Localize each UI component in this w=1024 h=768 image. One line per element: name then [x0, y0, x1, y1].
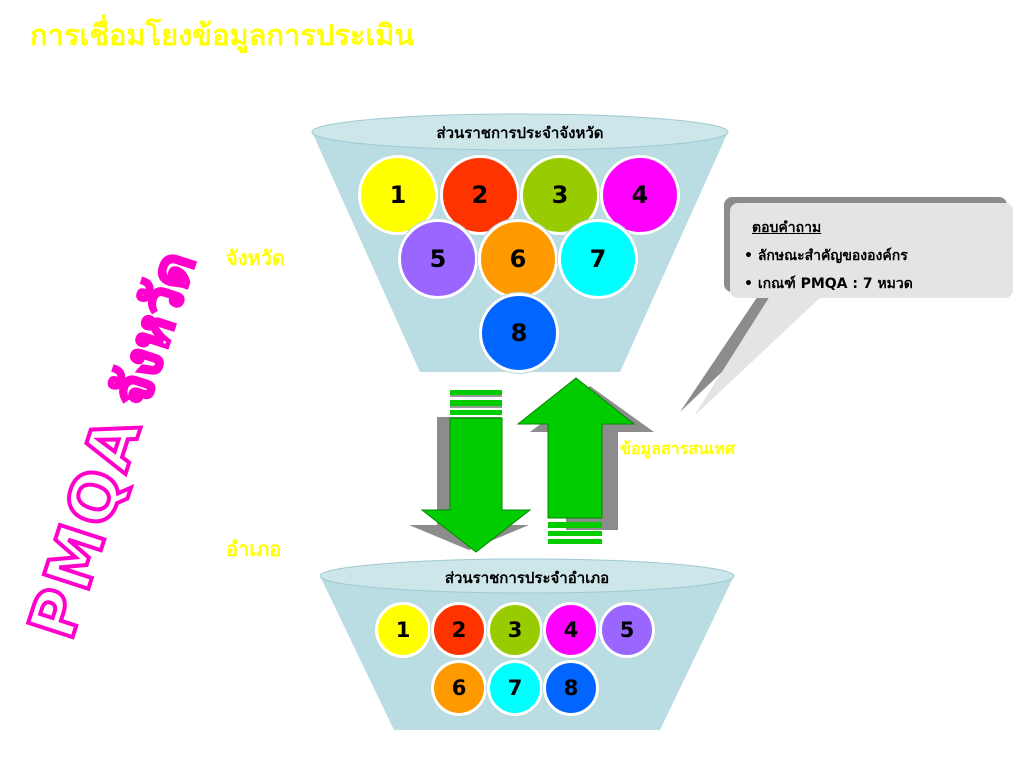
provincial-category-7: 7	[558, 219, 638, 299]
provincial-category-4: 4	[600, 155, 680, 235]
district-category-7: 7	[487, 660, 543, 716]
callout-pointer	[694, 296, 822, 416]
provincial-funnel-title: ส่วนราชการประจำจังหวัด	[436, 124, 604, 142]
district-category-6: 6	[431, 660, 487, 716]
callout-title: ตอบคำถาม	[752, 220, 822, 236]
district-category-1: 1	[375, 602, 431, 658]
district-category-2: 2	[431, 602, 487, 658]
district-funnel-title: ส่วนราชการประจำอำเภอ	[444, 569, 610, 587]
province-label: จังหวัด	[226, 246, 285, 270]
district-category-4: 4	[543, 602, 599, 658]
provincial-category-6: 6	[478, 219, 558, 299]
district-funnel-rim	[319, 558, 735, 594]
district-category-8: 8	[543, 660, 599, 716]
callout-item-pmqa-criteria: • เกณฑ์ PMQA : 7 หมวด	[744, 276, 913, 292]
provincial-category-8: 8	[479, 293, 559, 373]
information-label: ข้อมูลสารสนเทศ	[620, 439, 736, 458]
down-arrow	[409, 390, 532, 553]
district-label: อำเภอ	[226, 537, 282, 561]
answer-callout: ตอบคำถาม • ลักษณะสำคัญขององค์กร • เกณฑ์ …	[730, 203, 1013, 298]
callout-item-organization-profile: • ลักษณะสำคัญขององค์กร	[744, 248, 908, 264]
provincial-funnel-rim	[311, 113, 729, 151]
district-category-5: 5	[599, 602, 655, 658]
provincial-category-5: 5	[398, 219, 478, 299]
district-category-3: 3	[487, 602, 543, 658]
up-arrow	[516, 377, 654, 544]
page-title: การเชื่อมโยงข้อมูลการประเมิน	[30, 18, 415, 52]
